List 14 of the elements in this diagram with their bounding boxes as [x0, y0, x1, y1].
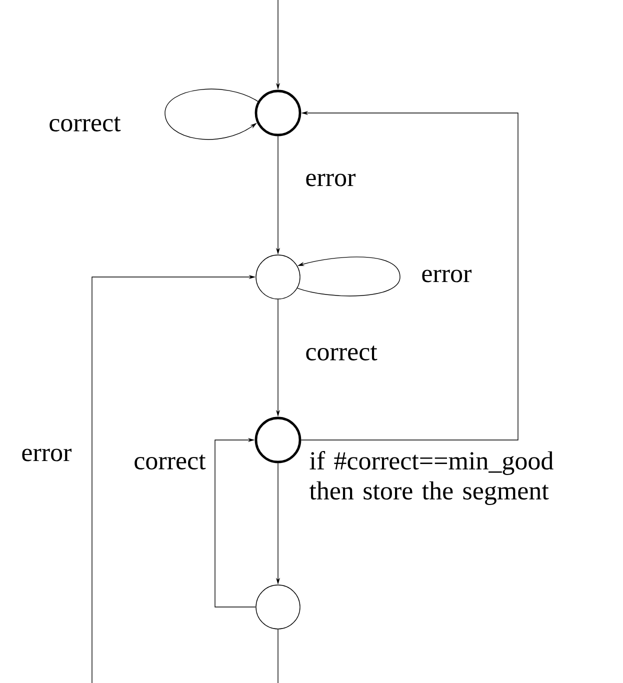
state-circle — [254, 90, 302, 136]
edge-label: error — [22, 448, 72, 462]
arrow — [214, 438, 256, 608]
state-circle — [254, 416, 302, 464]
edge-label: correct — [50, 116, 121, 132]
self-loop-arrow — [297, 256, 400, 296]
self-loop-arrow — [164, 88, 258, 140]
edge-label: error — [306, 174, 356, 186]
edge-label: correct — [134, 454, 206, 470]
edge-label: correct — [306, 346, 378, 360]
state-circle — [256, 584, 300, 630]
edge-label: error — [422, 270, 472, 282]
edge-label: if #correct==min_good then store the segment — [309, 451, 554, 505]
state-circle — [256, 254, 300, 300]
